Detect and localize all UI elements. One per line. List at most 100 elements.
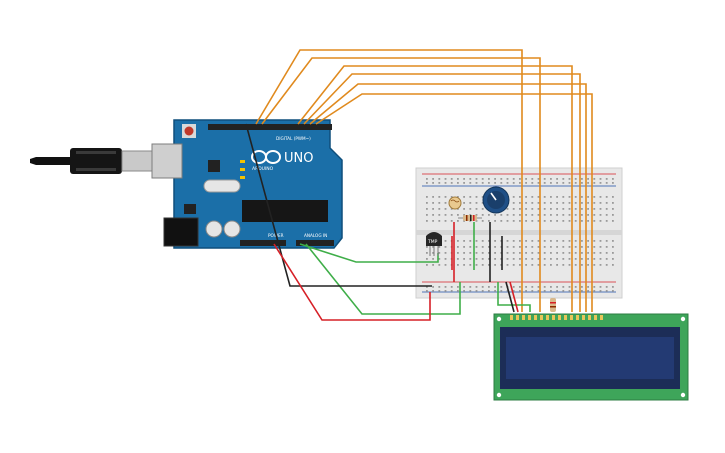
breadboard-hole (488, 286, 490, 288)
breadboard-hole (494, 286, 496, 288)
lcd-pin (534, 315, 537, 320)
breadboard-hole (550, 178, 552, 180)
breadboard-hole (568, 246, 571, 248)
breadboard-hole (612, 214, 614, 216)
breadboard-hole (531, 196, 534, 198)
breadboard-hole (605, 246, 608, 248)
breadboard-hole (506, 182, 509, 184)
resistor-icon (458, 215, 482, 221)
breadboard-hole (568, 208, 571, 210)
breadboard-hole (550, 208, 552, 210)
breadboard-hole (574, 290, 577, 292)
breadboard-hole (463, 202, 465, 204)
breadboard-hole (605, 220, 608, 222)
lcd-screen (506, 337, 674, 379)
breadboard-hole (531, 252, 534, 254)
breadboard-hole (550, 220, 552, 222)
capacitor (205, 220, 223, 238)
breadboard-hole (612, 264, 614, 266)
breadboard-hole (475, 258, 478, 260)
breadboard-hole (481, 286, 484, 288)
breadboard-hole (581, 214, 583, 216)
breadboard-hole (438, 252, 441, 254)
breadboard-hole (469, 246, 472, 248)
breadboard-hole (432, 182, 434, 184)
breadboard-hole (481, 246, 484, 248)
breadboard-hole (481, 258, 484, 260)
breadboard-hole (506, 208, 509, 210)
breadboard-hole (519, 208, 521, 210)
breadboard-hole (599, 258, 602, 260)
lcd-pin (558, 315, 561, 320)
breadboard-hole (605, 214, 608, 216)
breadboard-hole (432, 178, 434, 180)
breadboard-hole (494, 264, 496, 266)
lcd-pin (546, 315, 549, 320)
breadboard-hole (568, 220, 571, 222)
breadboard-hole (426, 246, 428, 248)
breadboard-hole (543, 202, 546, 204)
breadboard-hole (543, 182, 546, 184)
red-wires (273, 222, 519, 321)
breadboard-hole (488, 178, 490, 180)
breadboard-hole (438, 246, 441, 248)
breadboard-hole (512, 220, 515, 222)
breadboard-hole (463, 182, 465, 184)
breadboard-hole (457, 286, 459, 288)
breadboard-hole (593, 286, 596, 288)
breadboard-hole (612, 178, 614, 180)
breadboard-hole (550, 196, 552, 198)
breadboard-hole (438, 290, 441, 292)
breadboard-hole (599, 264, 602, 266)
breadboard-hole (574, 264, 577, 266)
breadboard-hole (481, 290, 484, 292)
breadboard-hole (488, 258, 490, 260)
breadboard-hole (519, 252, 521, 254)
breadboard-hole (525, 286, 527, 288)
breadboard-hole (457, 246, 459, 248)
breadboard-hole (481, 178, 484, 180)
breadboard-hole (581, 208, 583, 210)
breadboard-hole (525, 214, 527, 216)
breadboard-hole (556, 214, 558, 216)
breadboard-hole (574, 220, 577, 222)
breadboard-hole (612, 208, 614, 210)
breadboard-hole (500, 182, 503, 184)
breadboard-hole (469, 202, 472, 204)
breadboard-hole (593, 196, 596, 198)
breadboard-hole (537, 252, 540, 254)
breadboard-hole (550, 252, 552, 254)
breadboard-hole (537, 246, 540, 248)
breadboard-hole (581, 252, 583, 254)
breadboard-hole (587, 252, 589, 254)
breadboard-hole (537, 258, 540, 260)
breadboard-hole (457, 258, 459, 260)
breadboard-hole (500, 286, 503, 288)
capacitor (223, 220, 241, 238)
breadboard-hole (457, 240, 459, 242)
breadboard-hole (512, 214, 515, 216)
breadboard-hole (444, 258, 447, 260)
breadboard-hole (512, 252, 515, 254)
breadboard-hole (587, 208, 589, 210)
green-wires (299, 222, 531, 315)
breadboard-hole (525, 258, 527, 260)
breadboard-hole (587, 178, 589, 180)
breadboard-hole (587, 240, 589, 242)
breadboard-hole (444, 196, 447, 198)
breadboard-hole (587, 264, 589, 266)
breadboard-hole (457, 196, 459, 198)
breadboard-hole (562, 252, 565, 254)
breadboard-hole (556, 286, 558, 288)
potentiometer-icon[interactable] (482, 186, 510, 214)
breadboard-hole (531, 258, 534, 260)
breadboard-hole (568, 240, 571, 242)
breadboard-hole (438, 258, 441, 260)
breadboard-hole (605, 182, 608, 184)
breadboard-hole (444, 214, 447, 216)
breadboard-hole (506, 220, 509, 222)
breadboard-hole (481, 214, 484, 216)
breadboard-hole (581, 202, 583, 204)
breadboard-hole (587, 202, 589, 204)
breadboard-hole (531, 264, 534, 266)
